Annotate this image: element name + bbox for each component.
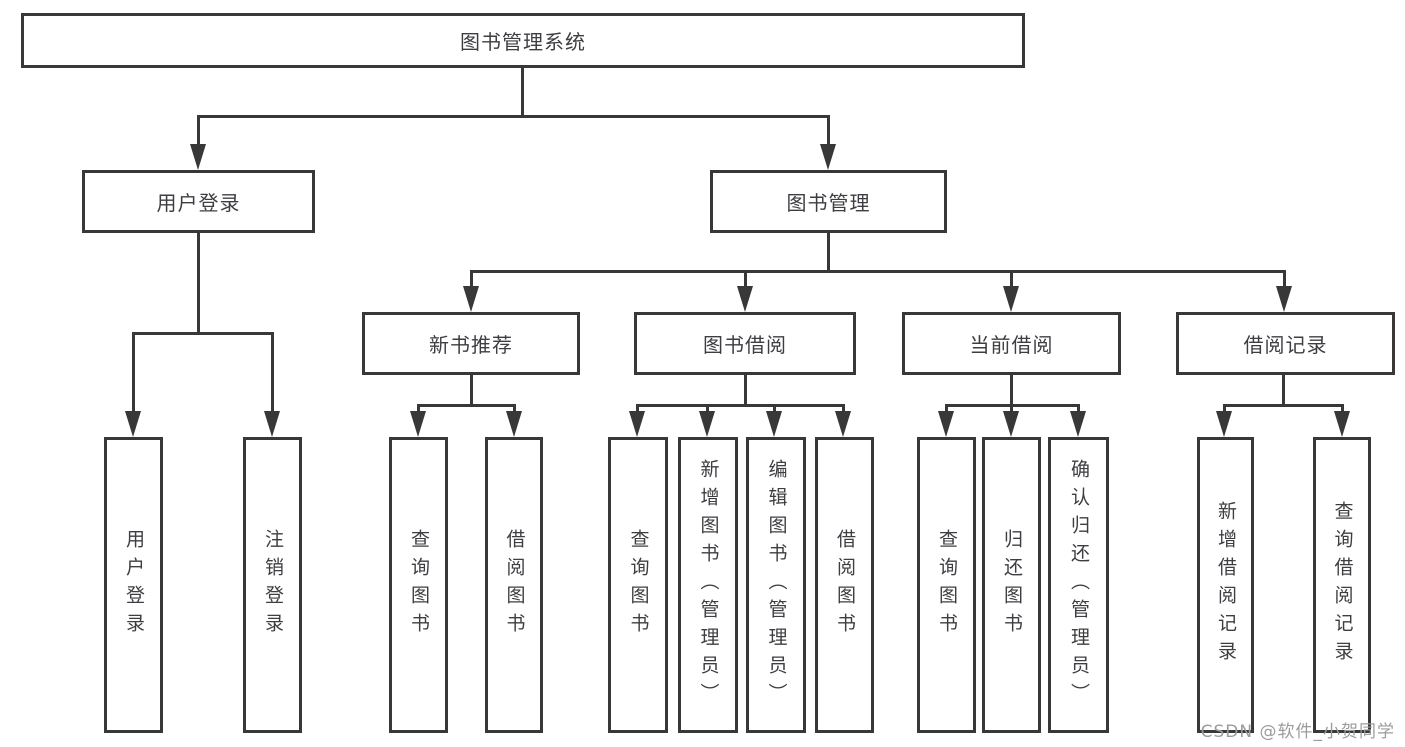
arrow-down-icon: [1003, 286, 1019, 312]
arrow-down-icon: [1276, 286, 1292, 312]
connector-drop-new-book-recommend: [470, 270, 473, 288]
connector-user-login-branch: [132, 332, 274, 335]
leaf-query-books-current: 查询图书: [917, 437, 976, 733]
connector-current-borrowing-stem: [1010, 375, 1013, 407]
connector-new-book-recommend-stem: [470, 375, 473, 407]
node-book-management: 图书管理: [710, 170, 947, 233]
connector-root-stem: [521, 68, 524, 118]
leaf-user-login: 用户登录: [104, 437, 163, 733]
arrow-down-icon: [699, 411, 715, 437]
connector-level2-branch: [470, 270, 1284, 273]
arrow-down-icon: [1216, 411, 1232, 437]
connector-drop: [842, 404, 845, 412]
leaf-add-borrow-record: 新增借阅记录: [1197, 437, 1254, 733]
connector-drop: [773, 404, 776, 412]
connector-borrowing-records-branch: [1223, 404, 1343, 407]
connector-new-book-recommend-branch: [417, 404, 516, 407]
arrow-down-icon: [820, 144, 836, 170]
connector-drop-borrowing-records: [1283, 270, 1286, 288]
connector-drop: [1341, 404, 1344, 412]
arrow-down-icon: [629, 411, 645, 437]
connector-drop-leaf-logout: [271, 332, 274, 414]
connector-level1-branch: [197, 115, 830, 118]
leaf-borrow-books-recommend: 借阅图书: [485, 437, 543, 733]
connector-drop: [945, 404, 948, 412]
connector-drop: [417, 404, 420, 412]
connector-drop: [1010, 404, 1013, 412]
arrow-down-icon: [1070, 411, 1086, 437]
arrow-down-icon: [463, 286, 479, 312]
arrow-down-icon: [938, 411, 954, 437]
node-new-book-recommend: 新书推荐: [362, 312, 580, 375]
leaf-confirm-return-admin: 确认归还（管理员）: [1048, 437, 1109, 733]
connector-drop: [636, 404, 639, 412]
connector-drop: [1077, 404, 1080, 412]
connector-drop: [1223, 404, 1226, 412]
arrow-down-icon: [1003, 411, 1019, 437]
node-borrowing-records: 借阅记录: [1176, 312, 1395, 375]
arrow-down-icon: [190, 144, 206, 170]
connector-drop-user-login: [197, 115, 200, 147]
arrow-down-icon: [835, 411, 851, 437]
leaf-borrow-books-borrowing: 借阅图书: [815, 437, 874, 733]
connector-drop: [706, 404, 709, 412]
connector-book-borrowing-stem: [744, 375, 747, 407]
leaf-logout: 注销登录: [243, 437, 302, 733]
arrow-down-icon: [766, 411, 782, 437]
node-library-management-system: 图书管理系统: [21, 13, 1025, 68]
arrow-down-icon: [264, 411, 280, 437]
connector-book-management-stem: [827, 233, 830, 273]
connector-drop: [513, 404, 516, 412]
connector-drop-leaf-user-login: [132, 332, 135, 414]
leaf-query-borrow-record: 查询借阅记录: [1313, 437, 1371, 733]
arrow-down-icon: [737, 286, 753, 312]
arrow-down-icon: [1334, 411, 1350, 437]
connector-drop-book-management: [827, 115, 830, 147]
leaf-query-books-borrowing: 查询图书: [608, 437, 668, 733]
connector-borrowing-records-stem: [1282, 375, 1285, 407]
connector-user-login-stem: [197, 233, 200, 335]
leaf-add-books-admin: 新增图书（管理员）: [678, 437, 738, 733]
node-current-borrowing: 当前借阅: [902, 312, 1121, 375]
arrow-down-icon: [506, 411, 522, 437]
node-user-login: 用户登录: [82, 170, 315, 233]
leaf-return-books: 归还图书: [982, 437, 1041, 733]
connector-drop-current-borrowing: [1010, 270, 1013, 288]
leaf-query-books-recommend: 查询图书: [389, 437, 448, 733]
arrow-down-icon: [410, 411, 426, 437]
connector-drop-book-borrowing: [744, 270, 747, 288]
leaf-edit-books-admin: 编辑图书（管理员）: [746, 437, 806, 733]
arrow-down-icon: [125, 411, 141, 437]
connector-book-borrowing-branch: [636, 404, 844, 407]
node-book-borrowing: 图书借阅: [634, 312, 856, 375]
